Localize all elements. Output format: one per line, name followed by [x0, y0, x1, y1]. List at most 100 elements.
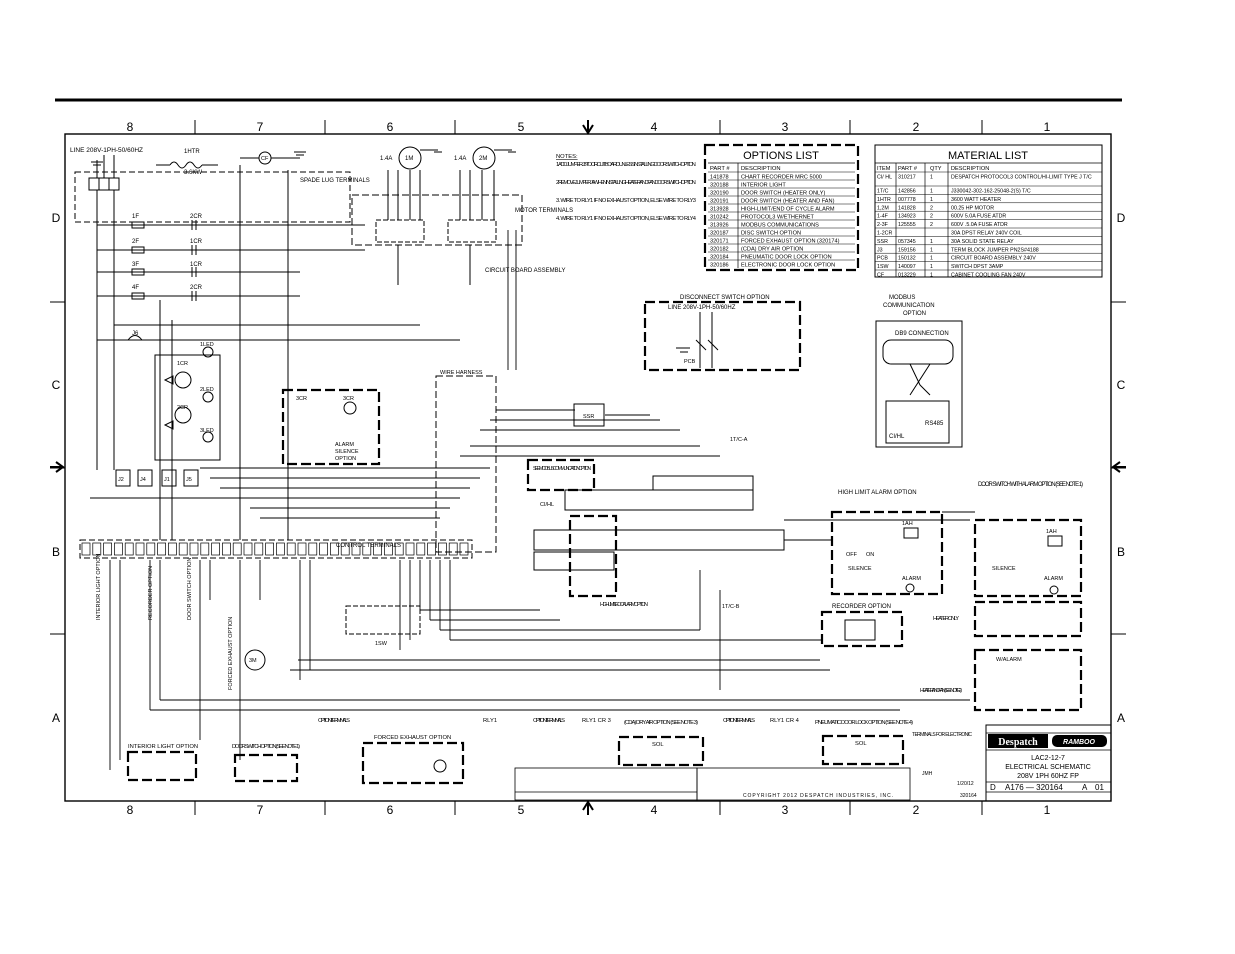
forced-exhaust-option-box: FORCED EXHAUST OPTION — [361, 735, 465, 785]
svg-text:DOOR SWITCH WITH ALARM OPTION: DOOR SWITCH WITH ALARM OPTION (SEE NOTE … — [978, 482, 1083, 488]
control-terminal — [448, 542, 458, 556]
rly1-label: RLY1 — [483, 718, 497, 724]
options-row-part: 320191 — [710, 199, 729, 205]
material-cell: DESPATCH PROTOCOL3 CONTROL/HI-LIMIT TYPE… — [951, 175, 1092, 181]
svg-text:MATERIAL LIST: MATERIAL LIST — [948, 150, 1028, 162]
svg-text:D: D — [990, 783, 996, 792]
material-cell: J3 — [877, 247, 883, 253]
material-cell: 30A SOLID STATE RELAY — [951, 239, 1014, 245]
svg-text:2CR: 2CR — [177, 405, 188, 411]
material-cell: CI/ HL — [877, 175, 892, 181]
row-label: A — [52, 711, 60, 725]
svg-text:PNEUMATIC DOOR LOCK OPTION (SE: PNEUMATIC DOOR LOCK OPTION (SEE NOTE 4) — [815, 720, 913, 726]
options-row-part: 320187 — [710, 231, 729, 237]
svg-text:1F: 1F — [132, 214, 139, 220]
material-cell: CABINET COOLING FAN 240V — [951, 273, 1026, 279]
svg-text:OFF: OFF — [846, 552, 858, 558]
svg-text:DB9 CONNECTION: DB9 CONNECTION — [895, 331, 949, 337]
material-cell: 007778 — [898, 197, 916, 203]
zone-label: 2 — [913, 803, 920, 817]
row-label: B — [52, 545, 60, 559]
control-terminal — [211, 542, 220, 556]
control-terminal — [168, 542, 177, 556]
control-terminal — [308, 542, 318, 556]
rly1-cr3-label: RLY1 CR 3 — [582, 718, 611, 724]
zone-label: 4 — [651, 803, 658, 817]
relay-label: 1CR — [190, 239, 203, 245]
material-cell: 1T/C — [877, 189, 889, 195]
dry-air-option-box: (CDA) DRY AIR OPTION (SEE NOTE 3) SOL — [617, 720, 705, 767]
material-cell: 1,2M — [877, 205, 889, 211]
material-cell: 1-4F — [877, 214, 889, 220]
control-terminal — [92, 542, 102, 556]
motor-label: 1M — [405, 156, 413, 162]
material-cell: 310217 — [898, 175, 916, 181]
material-cell: SSR — [877, 239, 888, 245]
control-terminal — [362, 542, 372, 556]
material-cell: SWITCH DPST 3AMP — [951, 264, 1004, 270]
svg-text:1CR: 1CR — [190, 262, 203, 268]
led-label: 2LED — [200, 387, 214, 393]
options-row-part: 141878 — [710, 175, 729, 181]
control-terminal — [405, 542, 415, 556]
title-block: Despatch RAMBOO LAC2-12-7 ELECTRICAL SCH… — [743, 724, 1112, 802]
options-row-desc: DISC SWITCH OPTION — [741, 231, 801, 237]
control-terminal — [330, 542, 339, 556]
svg-text:OPTIONS LIST: OPTIONS LIST — [743, 150, 819, 162]
control-terminal — [297, 542, 307, 556]
line-supply-label: LINE 208V-1PH-50/60HZ — [70, 147, 143, 154]
led-label: 1LED — [200, 342, 214, 348]
svg-text:SOL: SOL — [652, 742, 664, 748]
fan-cf-label: CF — [261, 156, 269, 162]
svg-text:1SW: 1SW — [375, 641, 388, 647]
control-terminal — [200, 542, 210, 556]
svg-text:1AH: 1AH — [1046, 529, 1057, 535]
control-terminal — [427, 542, 436, 556]
material-cell: 1 — [930, 189, 933, 195]
material-cell: 600V 5.0A FUSE ATDR — [951, 214, 1006, 220]
material-cell: 142856 — [898, 189, 916, 195]
wire-harness-label: WIRE HARNESS — [440, 370, 483, 376]
svg-text:W/ALARM: W/ALARM — [996, 657, 1022, 663]
pneumatic-lock-option-box: PNEUMATIC DOOR LOCK OPTION (SEE NOTE 4) … — [815, 720, 913, 766]
material-cell: 057345 — [898, 239, 916, 245]
zone-label: 1 — [1044, 803, 1051, 817]
options-row-part: 320184 — [710, 255, 729, 261]
control-terminal — [351, 542, 361, 556]
motor-terminals-label: MOTOR TERMINALS — [515, 208, 573, 214]
interior-light-label: INTERIOR LIGHT OPTION — [96, 553, 102, 620]
svg-text:LAC2-12-7: LAC2-12-7 — [1031, 755, 1065, 762]
control-terminal — [276, 542, 285, 556]
zone-label: 2 — [913, 120, 920, 134]
svg-text:OPTION: OPTION — [335, 456, 356, 462]
svg-text:J6: J6 — [132, 331, 139, 337]
material-cell: 013229 — [898, 273, 916, 279]
control-terminal — [189, 542, 199, 556]
zone-label: 3 — [782, 803, 789, 817]
svg-text:A: A — [1082, 783, 1088, 792]
options-row-desc: PNEUMATIC DOOR LOCK OPTION — [741, 255, 832, 261]
material-cell: 159156 — [898, 247, 916, 253]
zone-label: 8 — [127, 803, 134, 817]
material-header: PART # — [898, 166, 918, 172]
svg-text:SOL: SOL — [855, 741, 867, 747]
options-row-part: 320186 — [710, 263, 729, 269]
svg-text:LINE 208V-1PH-50/60HZ: LINE 208V-1PH-50/60HZ — [668, 305, 736, 311]
recorder-option: RECORDER OPTION — [820, 604, 904, 648]
material-cell: 3600 WATT HEATER — [951, 197, 1001, 203]
control-terminal — [416, 542, 426, 556]
row-label: D — [1117, 211, 1126, 225]
options-row-desc: INTERIOR LIGHT — [741, 183, 786, 189]
heater-rating: 3.6KW — [184, 170, 202, 176]
circuit-board-label: CIRCUIT BOARD ASSEMBLY — [485, 268, 565, 274]
svg-text:3F: 3F — [132, 262, 139, 268]
svg-text:ELECTRICAL SCHEMATIC: ELECTRICAL SCHEMATIC — [1005, 764, 1091, 771]
svg-text:Despatch: Despatch — [998, 737, 1038, 748]
svg-text:(CDA) DRY AIR OPTION (SEE NOTE: (CDA) DRY AIR OPTION (SEE NOTE 3) — [624, 720, 698, 726]
control-terminal — [384, 542, 393, 556]
material-cell: J330042-302-162-25048-2(S) T/C — [951, 189, 1031, 195]
options-row-part: 320190 — [710, 191, 729, 197]
svg-text:01: 01 — [1095, 783, 1104, 792]
